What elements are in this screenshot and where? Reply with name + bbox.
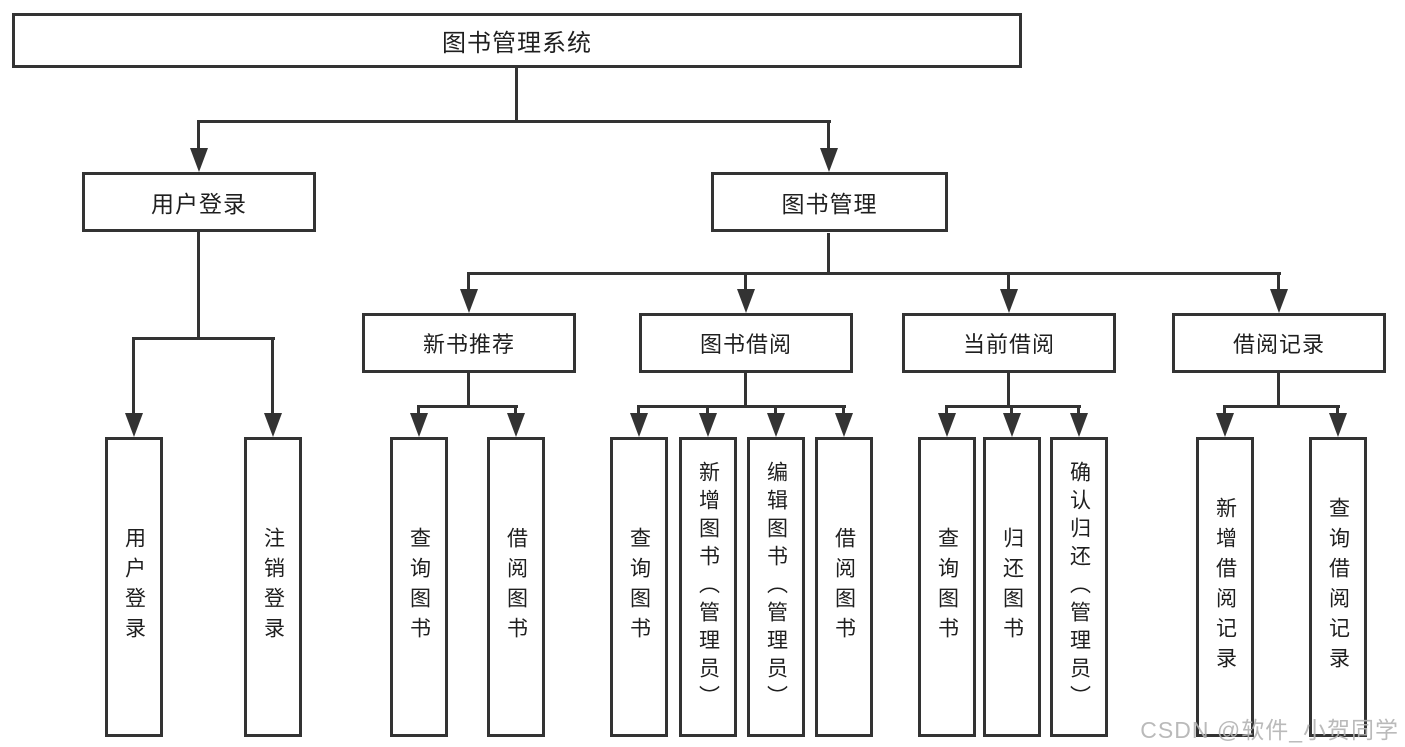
connector-line (468, 272, 1281, 275)
leaf-query-books-borrow: 查询图书 (610, 437, 668, 737)
leaf-label: 查询图书 (627, 527, 651, 647)
connector-line (515, 68, 518, 120)
leaf-return-book: 归还图书 (983, 437, 1041, 737)
leaf-label: 查询图书 (407, 527, 431, 647)
connector-line (774, 405, 777, 417)
connector-line (1077, 405, 1080, 417)
connector-line (744, 373, 747, 407)
leaf-query-books-current: 查询图书 (918, 437, 976, 737)
connector-line (827, 120, 830, 152)
connector-line (1224, 405, 1340, 408)
connector-line (1007, 272, 1010, 292)
connector-line (946, 405, 1081, 408)
connector-line (744, 272, 747, 292)
leaf-add-book-admin: 新增图书（管理员） (679, 437, 737, 737)
arrow-down-icon (630, 413, 648, 437)
connector-line (467, 272, 470, 292)
leaf-confirm-return-admin: 确认归还（管理员） (1050, 437, 1108, 737)
leaf-label: 借阅图书 (504, 527, 528, 647)
leaf-label: 新增图书（管理员） (696, 461, 720, 713)
arrow-down-icon (125, 413, 143, 437)
connector-line (418, 405, 518, 408)
arrow-down-icon (767, 413, 785, 437)
node-borrow-records: 借阅记录 (1172, 313, 1386, 373)
connector-line (197, 232, 200, 338)
leaf-borrow-book: 借阅图书 (815, 437, 873, 737)
connector-line (467, 373, 470, 407)
leaf-label: 用户登录 (122, 527, 146, 647)
arrow-down-icon (1329, 413, 1347, 437)
node-user-login-module: 用户登录 (82, 172, 316, 232)
leaf-label: 确认归还（管理员） (1067, 461, 1091, 713)
connector-line (1277, 272, 1280, 292)
leaf-add-borrow-record: 新增借阅记录 (1196, 437, 1254, 737)
arrow-down-icon (835, 413, 853, 437)
leaf-label: 查询图书 (935, 527, 959, 647)
node-book-borrow: 图书借阅 (639, 313, 853, 373)
connector-line (637, 405, 640, 417)
arrow-down-icon (938, 413, 956, 437)
leaf-query-books-recommend: 查询图书 (390, 437, 448, 737)
arrow-down-icon (460, 289, 478, 313)
leaf-label: 注销登录 (261, 527, 285, 647)
arrow-down-icon (1003, 413, 1021, 437)
connector-line (706, 405, 709, 417)
arrow-down-icon (410, 413, 428, 437)
csdn-watermark: CSDN @软件_小贺同学 (1140, 717, 1399, 743)
leaf-user-login: 用户登录 (105, 437, 163, 737)
leaf-label: 编辑图书（管理员） (764, 461, 788, 713)
node-book-management-module: 图书管理 (711, 172, 948, 232)
leaf-label: 借阅图书 (832, 527, 856, 647)
connector-line (271, 337, 274, 419)
arrow-down-icon (507, 413, 525, 437)
leaf-query-borrow-record: 查询借阅记录 (1309, 437, 1367, 737)
arrow-down-icon (699, 413, 717, 437)
connector-line (945, 405, 948, 417)
connector-line (417, 405, 420, 417)
leaf-edit-book-admin: 编辑图书（管理员） (747, 437, 805, 737)
node-current-borrow: 当前借阅 (902, 313, 1116, 373)
leaf-label: 查询借阅记录 (1326, 497, 1350, 677)
connector-line (638, 405, 846, 408)
connector-line (1010, 405, 1013, 417)
leaf-label: 归还图书 (1000, 527, 1024, 647)
leaf-label: 新增借阅记录 (1213, 497, 1237, 677)
connector-line (1007, 373, 1010, 407)
leaf-logout: 注销登录 (244, 437, 302, 737)
leaf-borrow-books-recommend: 借阅图书 (487, 437, 545, 737)
connector-line (514, 405, 517, 417)
connector-line (198, 120, 831, 123)
arrow-down-icon (264, 413, 282, 437)
connector-line (1336, 405, 1339, 417)
node-new-book-recommend: 新书推荐 (362, 313, 576, 373)
connector-line (842, 405, 845, 417)
arrow-down-icon (820, 148, 838, 172)
connector-line (1277, 373, 1280, 407)
connector-line (1223, 405, 1226, 417)
arrow-down-icon (737, 289, 755, 313)
connector-line (197, 120, 200, 152)
node-root-library-system: 图书管理系统 (12, 13, 1022, 68)
connector-line (132, 337, 135, 419)
connector-line (133, 337, 275, 340)
connector-line (827, 233, 830, 274)
arrow-down-icon (1000, 289, 1018, 313)
arrow-down-icon (1216, 413, 1234, 437)
arrow-down-icon (1270, 289, 1288, 313)
arrow-down-icon (1070, 413, 1088, 437)
arrow-down-icon (190, 148, 208, 172)
